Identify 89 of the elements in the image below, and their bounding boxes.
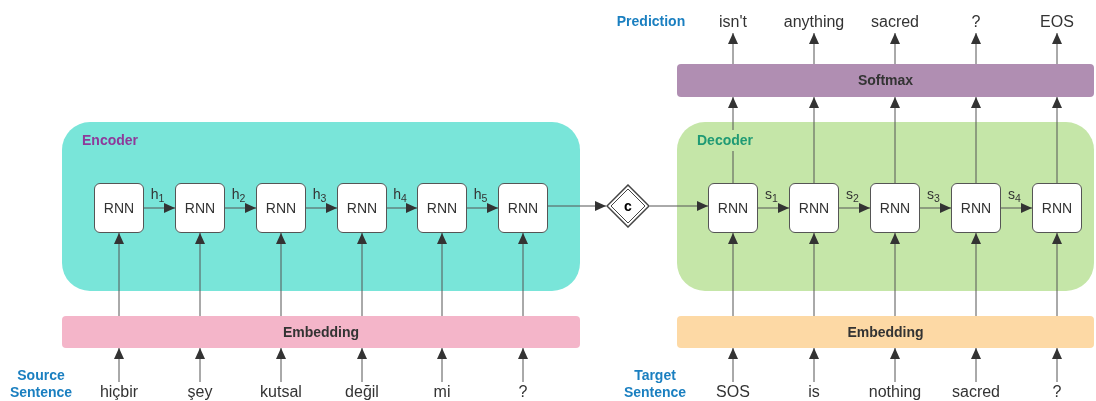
context-diamond: c: [606, 184, 650, 228]
rnn-cell-box: RNN: [175, 183, 225, 233]
arrow: [143, 203, 176, 213]
token-text: kutsal: [249, 382, 313, 401]
rnn-cell-box: RNN: [789, 183, 839, 233]
arrow: [890, 347, 900, 383]
arrow: [195, 232, 205, 317]
arrow: [1052, 232, 1062, 317]
arrow: [838, 203, 871, 213]
rnn-cell-box: RNN: [337, 183, 387, 233]
token-text: değil: [330, 382, 394, 401]
token-text: ?: [491, 382, 555, 401]
token-text: sacred: [940, 382, 1012, 401]
arrow: [1052, 347, 1062, 383]
arrow: [386, 203, 418, 213]
row-label: Target Sentence: [622, 366, 688, 401]
edge-label: s$_{3}$: [927, 185, 940, 205]
panel-title: Decoder: [695, 130, 756, 151]
arrow: [890, 32, 900, 65]
token-text: sacred: [853, 11, 937, 33]
token-text: şey: [168, 382, 232, 401]
arrow: [919, 203, 952, 213]
arrow: [518, 347, 528, 383]
rnn-cell-box: RNN: [417, 183, 467, 233]
edge-label: h$_{4}$: [393, 185, 407, 205]
arrow: [195, 347, 205, 383]
rnn-cell-box: RNN: [94, 183, 144, 233]
row-label: Prediction: [615, 11, 687, 31]
rnn-cell-box: RNN: [708, 183, 758, 233]
arrow: [971, 96, 981, 184]
token-text: ?: [934, 11, 1018, 33]
arrow: [728, 32, 738, 65]
arrow: [437, 232, 447, 317]
layer-bar: Embedding: [677, 316, 1094, 348]
token-text: mi: [410, 382, 474, 401]
arrow: [971, 32, 981, 65]
layer-bar: Embedding: [62, 316, 580, 348]
arrow: [728, 96, 738, 184]
arrow: [757, 203, 790, 213]
layer-bar: Softmax: [677, 64, 1094, 97]
rnn-cell-box: RNN: [951, 183, 1001, 233]
arrow: [547, 201, 607, 211]
arrow: [809, 96, 819, 184]
arrow: [114, 347, 124, 383]
edge-label: s$_{4}$: [1008, 185, 1021, 205]
token-text: isn't: [691, 11, 775, 33]
token-text: is: [778, 382, 850, 401]
arrow: [114, 232, 124, 317]
row-label: Source Sentence: [8, 366, 74, 401]
arrow: [1000, 203, 1033, 213]
arrow: [809, 32, 819, 65]
arrow: [971, 347, 981, 383]
rnn-cell-box: RNN: [1032, 183, 1082, 233]
arrow: [224, 203, 257, 213]
edge-label: h$_{1}$: [150, 185, 165, 205]
arrow: [357, 232, 367, 317]
token-text: hiçbir: [87, 382, 151, 401]
arrow: [466, 203, 499, 213]
arrow: [305, 203, 338, 213]
arrow: [809, 232, 819, 317]
rnn-cell-box: RNN: [870, 183, 920, 233]
edge-label: h$_{3}$: [312, 185, 327, 205]
edge-label: s$_{2}$: [846, 185, 859, 205]
token-text: EOS: [1015, 11, 1096, 33]
token-text: ?: [1021, 382, 1093, 401]
arrow: [728, 347, 738, 383]
arrow: [437, 347, 447, 383]
arrow: [357, 347, 367, 383]
token-text: nothing: [859, 382, 931, 401]
rnn-cell-box: RNN: [256, 183, 306, 233]
rnn-cell-box: RNN: [498, 183, 548, 233]
arrow: [649, 201, 709, 211]
token-text: anything: [772, 11, 856, 33]
arrow: [971, 232, 981, 317]
edge-label: s$_{1}$: [765, 185, 778, 205]
arrow: [890, 232, 900, 317]
arrow: [1052, 32, 1062, 65]
arrow: [276, 232, 286, 317]
token-text: SOS: [697, 382, 769, 401]
edge-label: h$_{2}$: [231, 185, 246, 205]
arrow: [1052, 96, 1062, 184]
arrow: [809, 347, 819, 383]
arrow: [276, 347, 286, 383]
container-panel: [62, 122, 580, 291]
arrow: [518, 232, 528, 317]
arrow: [728, 232, 738, 317]
edge-label: h$_{5}$: [473, 185, 488, 205]
container-panel: [677, 122, 1094, 291]
arrow: [890, 96, 900, 184]
